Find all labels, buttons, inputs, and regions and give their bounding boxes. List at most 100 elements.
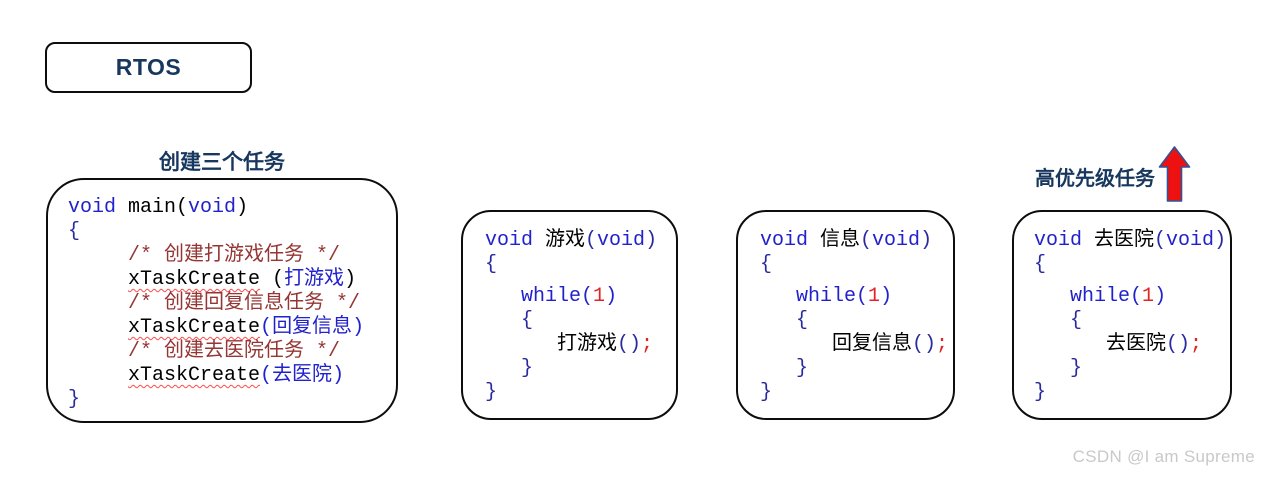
code-token: {: [1070, 309, 1083, 332]
code-token: ): [332, 364, 345, 387]
code-token: {: [68, 220, 81, 243]
code-line: }: [1034, 357, 1230, 381]
code-line: }: [68, 388, 396, 412]
code-line: 回复信息();: [760, 333, 953, 357]
code-token: {: [760, 253, 773, 276]
code-token: (: [260, 364, 273, 387]
code-token: ): [1154, 285, 1167, 308]
code-token: {: [521, 309, 534, 332]
code-line: }: [485, 357, 676, 381]
code-line: /* 创建去医院任务 */: [68, 340, 396, 364]
code-token: ): [605, 285, 618, 308]
code-token: }: [760, 381, 773, 404]
code-token: 打游戏: [284, 268, 345, 291]
code-token: ): [645, 229, 658, 252]
code-token: while: [796, 285, 857, 308]
code-token: /* 创建去医院任务 */: [128, 340, 341, 363]
code-line: void 信息(void): [760, 229, 953, 253]
code-line: {: [485, 309, 676, 333]
code-line: {: [760, 253, 953, 277]
code-token: xTaskCreate: [128, 364, 261, 387]
code-token: ): [236, 196, 249, 219]
code-token: 1: [868, 285, 881, 308]
code-token: (: [585, 229, 598, 252]
code-token: (): [617, 333, 642, 356]
code-token: ): [920, 229, 933, 252]
code-token: void: [1166, 229, 1215, 252]
code-token: 打游戏: [557, 333, 618, 356]
code-token: ): [352, 316, 365, 339]
code-token: }: [521, 357, 534, 380]
code-token: void: [760, 229, 809, 252]
code-token: void: [1034, 229, 1083, 252]
code-line: void 游戏(void): [485, 229, 676, 253]
code-line: void 去医院(void): [1034, 229, 1230, 253]
code-token: (: [1130, 285, 1143, 308]
code-block-main-task: void main(void){ /* 创建打游戏任务 */ xTaskCrea…: [46, 178, 398, 423]
code-line: /* 创建打游戏任务 */: [68, 244, 396, 268]
code-line: {: [68, 220, 396, 244]
code-line: {: [1034, 309, 1230, 333]
code-block-message-task: void 信息(void){ while(1) { 回复信息(); }}: [736, 210, 955, 420]
code-token: 去医院: [272, 364, 333, 387]
code-block-hospital-task: void 去医院(void){ while(1) { 去医院(); }}: [1012, 210, 1232, 420]
up-arrow-icon: [1158, 146, 1191, 202]
code-token: 回复信息: [832, 333, 913, 356]
watermark: CSDN @I am Supreme: [1072, 447, 1255, 466]
code-token: (: [581, 285, 594, 308]
code-line: void main(void): [68, 196, 396, 220]
code-token: (: [260, 316, 273, 339]
code-token: void: [597, 229, 646, 252]
code-token: }: [68, 388, 81, 411]
code-line: {: [1034, 253, 1230, 277]
code-token: void: [872, 229, 921, 252]
code-line: xTaskCreate(去医院): [68, 364, 396, 388]
code-token: main: [116, 196, 177, 219]
code-token: while: [1070, 285, 1131, 308]
code-token: }: [1034, 381, 1047, 404]
code-token: 回复信息: [272, 316, 353, 339]
code-line: /* 创建回复信息任务 */: [68, 292, 396, 316]
high-priority-label: 高优先级任务: [1035, 168, 1155, 190]
code-token: }: [485, 381, 498, 404]
code-token: {: [1034, 253, 1047, 276]
code-token: 信息: [808, 229, 861, 252]
code-token: {: [796, 309, 809, 332]
code-token: {: [485, 253, 498, 276]
code-line: while(1): [485, 285, 676, 309]
code-token: (: [860, 229, 873, 252]
code-token: (: [260, 268, 285, 291]
code-token: while: [521, 285, 582, 308]
code-line: while(1): [760, 285, 953, 309]
code-token: xTaskCreate: [128, 268, 261, 291]
code-line: }: [760, 357, 953, 381]
code-token: /* 创建回复信息任务 */: [128, 292, 361, 315]
code-token: }: [796, 357, 809, 380]
code-line: xTaskCreate(回复信息): [68, 316, 396, 340]
code-token: (: [856, 285, 869, 308]
code-line: 打游戏();: [485, 333, 676, 357]
code-line: 去医院();: [1034, 333, 1230, 357]
code-token: ;: [641, 333, 654, 356]
code-token: ): [344, 268, 357, 291]
code-line: {: [760, 309, 953, 333]
rtos-box: RTOS: [45, 42, 252, 93]
code-line: }: [760, 381, 953, 405]
code-token: void: [188, 196, 237, 219]
code-block-game-task: void 游戏(void){ while(1) { 打游戏(); }}: [461, 210, 678, 420]
code-token: void: [68, 196, 117, 219]
code-token: (: [1154, 229, 1167, 252]
code-token: (): [1166, 333, 1191, 356]
code-token: 去医院: [1106, 333, 1167, 356]
code-line: }: [1034, 381, 1230, 405]
code-line: while(1): [1034, 285, 1230, 309]
code-line: {: [485, 253, 676, 277]
code-token: 1: [1142, 285, 1155, 308]
code-token: ): [880, 285, 893, 308]
code-line: }: [485, 381, 676, 405]
code-token: (): [912, 333, 937, 356]
code-token: 去医院: [1082, 229, 1155, 252]
code-token: void: [485, 229, 534, 252]
rtos-label: RTOS: [115, 54, 182, 80]
